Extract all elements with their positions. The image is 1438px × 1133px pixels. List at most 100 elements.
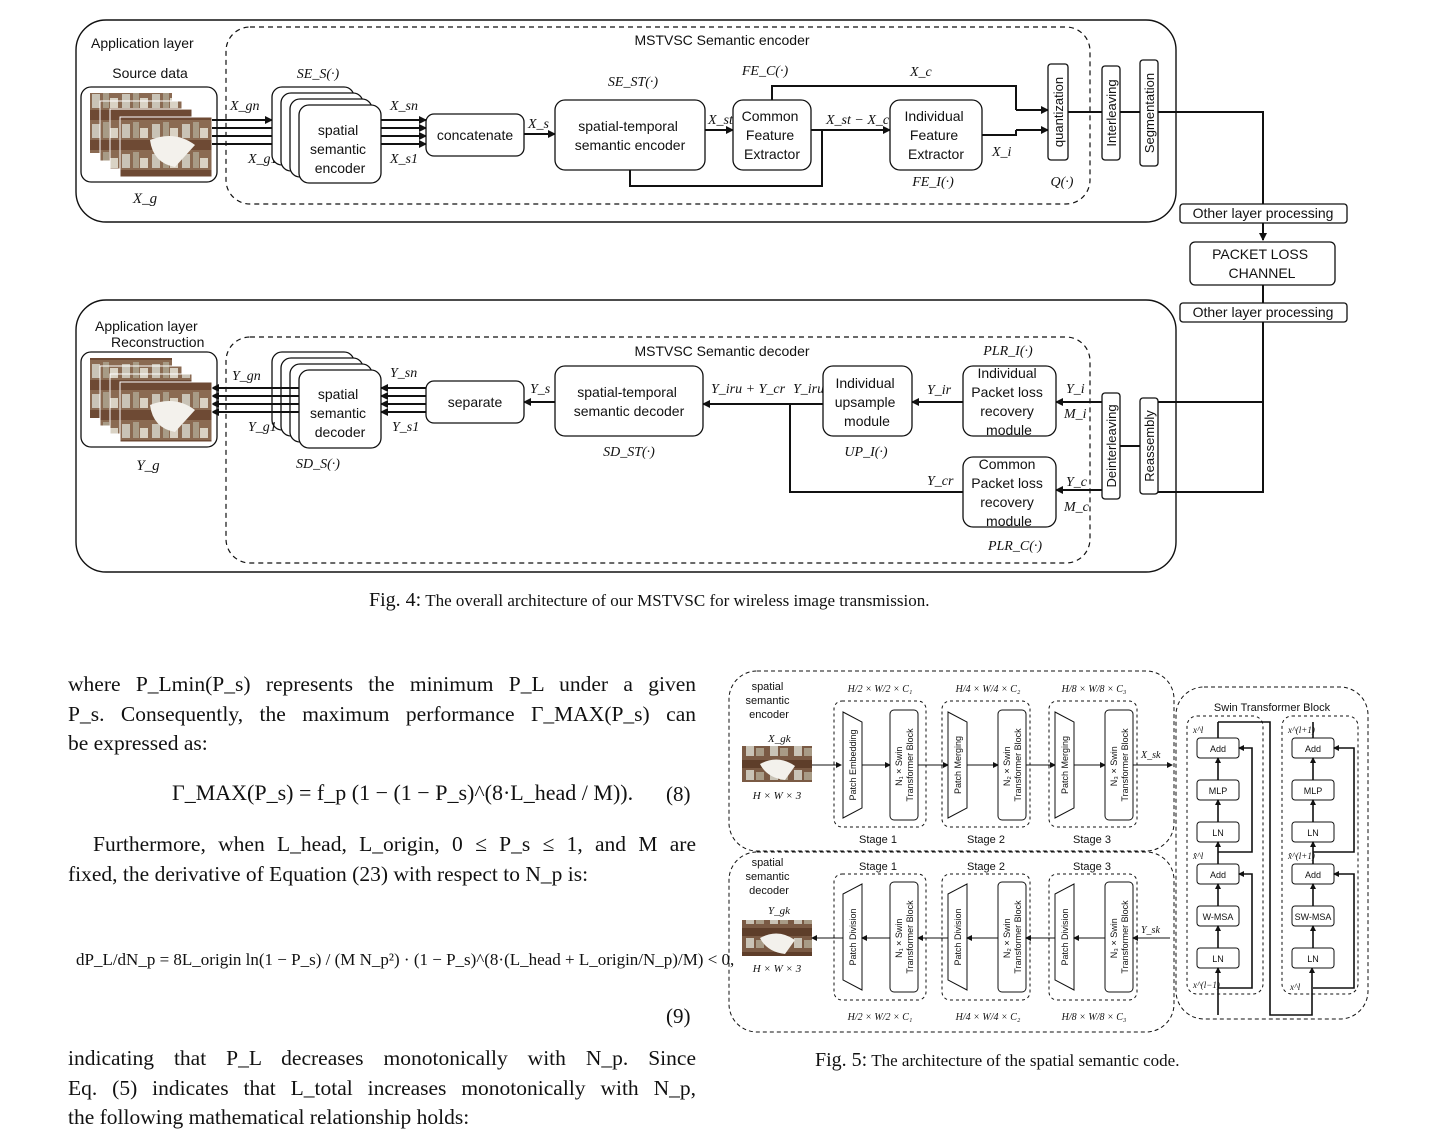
individual-plr-label: Individual Packet loss recovery module [971,365,1046,438]
f5-xl-label: x^l [1289,982,1301,992]
f5-encoder-region [728,670,1175,852]
figure-4-diagram: Application layer MSTVSC Semantic encode… [75,19,1348,573]
other-layer-bottom-label: Other layer processing [1193,304,1334,320]
f5-add-label: Add [1210,744,1226,754]
xsn-label: X_sn [389,99,418,114]
f5-xl-label: x^l [1192,725,1204,735]
reconstructed-frame-box [80,351,218,448]
f5-hw3-enc: H × W × 3 [752,790,802,802]
deinterleaving-box [1101,392,1121,500]
text-line: indicating that P_L decreases monotonica… [68,1046,696,1070]
reassembly-label: Reassembly [1142,410,1157,482]
upsample-label: Individual upsample module [835,375,900,429]
sd-s-fn: SD_S(·) [296,457,340,472]
individual-fe-label: Individual Feature Extractor [904,108,967,162]
f5-xl1-label: x^(l+1) [1287,725,1315,735]
f5-dec-dim3: H/8 × W/8 × C₃ [1061,1012,1127,1023]
yiru-ycr-label: Y_iru + Y_cr [711,382,786,397]
f5-hw3-dec: H × W × 3 [752,963,802,975]
f5-dec-dim1: H/2 × W/2 × C₁ [847,1012,913,1023]
decoder-dashed-box [225,336,1091,564]
ysn-label: Y_sn [390,366,417,381]
ys-label: Y_s [530,382,551,397]
f5-patch-division-shape [842,883,863,991]
text-line: be expressed as: [68,731,208,755]
fe-i-fn: FE_I(·) [911,175,954,190]
f5-ln-label: LN [1212,828,1224,838]
text-line: Eq. (5) indicates that L_total increases… [68,1075,696,1100]
decoder-title: MSTVSC Semantic decoder [634,343,809,359]
f5-enc-stage1-box [833,700,927,828]
f5-patch-merging-shape [1054,711,1075,819]
f5-patch-merging-shape [947,711,968,819]
f5-add-label: Add [1210,870,1226,880]
figure-5-caption-text: The architecture of the spatial semantic… [871,1051,1180,1070]
q-fn: Q(·) [1051,175,1074,190]
other-layer-top-label: Other layer processing [1193,205,1334,221]
f5-swin3-label: N₃ × Swin Transformer Block [1109,728,1130,802]
f5-dec-dim2: H/4 × W/4 × C₂ [955,1012,1021,1023]
f5-xsk: X_sk [1140,750,1161,761]
f5-swin-block-title: Swin Transformer Block [1214,702,1331,714]
other-layer-top-box [1179,203,1348,224]
reconstructed-frame-image [119,381,213,443]
xg1-label: X_g1 [247,152,278,167]
segmentation-label: Segmentation [1142,73,1157,153]
text-line: Furthermore, when L_head, L_origin, 0 ≤ … [93,832,696,856]
f5-add-label: Add [1305,744,1321,754]
f5-enc-stage3-box [1048,700,1138,828]
st-encoder-box [554,99,706,171]
separate-box [425,380,525,424]
encoder-app-layer-label: Application layer [91,35,194,51]
st-decoder-box [554,365,704,437]
f5-wmsa-label: W-MSA [1203,912,1234,922]
paragraph-3: indicating that P_L decreases monotonica… [68,1044,696,1133]
f5-xhat-l-label: x̂^l [1192,851,1204,861]
text-line: where P_Lmin(P_s) represents the minimum… [68,672,696,696]
common-fe-label: Common Feature Extractor [742,108,803,162]
f5-block-right [1281,715,1359,995]
source-frame-box [80,86,218,183]
xgn-label: X_gn [229,99,260,114]
f5-swin-block-region [1175,686,1369,1020]
f5-mlp-label: MLP [1209,786,1228,796]
upsample-box [822,365,913,437]
text-line: fixed, the derivative of Equation (23) w… [68,861,589,886]
fe-c-fn: FE_C(·) [741,64,789,79]
f5-block-left [1186,715,1264,995]
f5-dec-swin3-label: N₃ × Swin Transformer Block [1109,900,1130,974]
xst-minus-xc-label: X_st − X_c [825,113,890,128]
up-i-fn: UP_I(·) [844,445,887,460]
f5-patch-division-shape [947,883,968,991]
f5-enc-stage1-label: Stage 1 [859,834,897,846]
paragraph-2: Furthermore, when L_head, L_origin, 0 ≤ … [68,830,696,889]
st-encoder-label: spatial-temporal semantic encoder [575,118,686,153]
figure-5-diagram: spatial semantic encoder X_gk H × W × 3 … [728,670,1369,1033]
encoder-app-layer-box [75,19,1177,223]
concatenate-label: concatenate [437,127,513,143]
f5-patch-merging-label: Patch Merging [953,736,963,794]
figure-4-caption-text: The overall architecture of our MSTVSC f… [425,591,930,610]
mc-label: M_c [1063,500,1090,515]
spatial-decoder-label: spatial semantic decoder [310,386,370,440]
f5-xlm1-label: x^(l−1) [1192,980,1220,990]
packet-loss-channel-label: PACKET LOSS CHANNEL [1212,246,1312,281]
f5-ln-label: LN [1212,954,1224,964]
f5-dec-stage2-label: Stage 2 [967,861,1005,873]
figure-5-caption: Fig. 5: The architecture of the spatial … [815,1049,1179,1072]
yi-label: Y_i [1066,382,1085,397]
mi-label: M_i [1063,407,1087,422]
f5-ysk: Y_sk [1141,925,1160,936]
plr-c-fn: PLR_C(·) [987,539,1042,554]
ygn-label: Y_gn [232,369,261,384]
equation-9-number: (9) [666,1004,691,1028]
f5-ln-label: LN [1307,954,1319,964]
interleaving-label: Interleaving [1104,79,1119,146]
f5-patch-division-label: Patch Division [1060,908,1070,965]
decoder-app-layer-box [75,299,1177,573]
f5-swin1-label: N₁ × Swin Transformer Block [894,728,915,802]
encoder-dashed-box [225,26,1091,205]
f5-encoder-label: spatial semantic encoder [745,681,792,721]
f5-enc-stage2-label: Stage 2 [967,834,1005,846]
